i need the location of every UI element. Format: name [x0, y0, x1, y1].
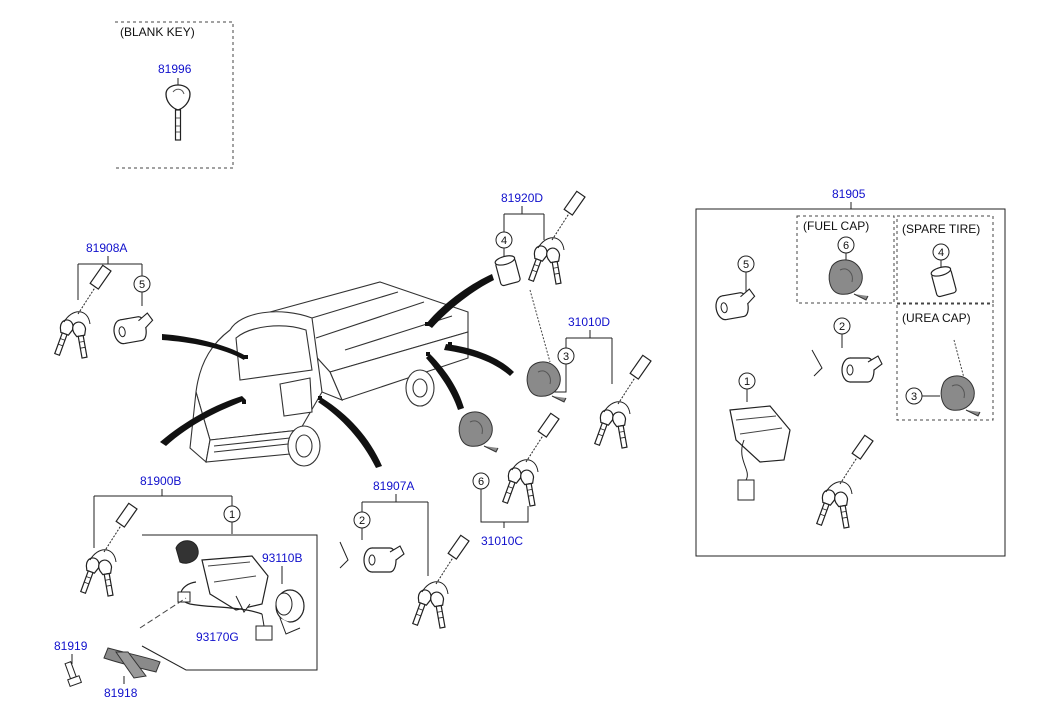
callout-2-label: 2 [839, 321, 845, 333]
group-81908A: 81908A 5 [51, 241, 157, 359]
door-lock-cylinder-icon [111, 311, 157, 346]
fuel-cap-title: (FUEL CAP) [803, 219, 869, 233]
group-81918: 81918 [103, 647, 161, 700]
leader-curves [160, 274, 514, 468]
ignition-switch-icon [729, 405, 791, 501]
group-81907A: 81907A 2 [339, 479, 469, 629]
key-pair-icon [591, 355, 651, 448]
door-lock-cylinder-icon [713, 287, 759, 322]
blank-key-frame: (BLANK KEY) 81996 [115, 21, 234, 169]
part-number-81918[interactable]: 81918 [104, 686, 138, 700]
callout-2-label: 2 [359, 515, 365, 527]
part-number-81996[interactable]: 81996 [158, 62, 192, 76]
urea-cap-title: (UREA CAP) [902, 311, 971, 325]
tailgate-lock-icon [363, 545, 405, 573]
callout-1-label: 1 [229, 509, 235, 521]
urea-cap-icon [940, 375, 981, 417]
callout-1-label: 1 [744, 376, 750, 388]
group-81919: 81919 [54, 639, 88, 688]
group-81900B: 81900B 1 93110B 93170G [77, 474, 318, 671]
spare-tire-lock-icon [930, 266, 957, 298]
immobilizer-icon: 93110B [262, 551, 305, 635]
part-number-81907A[interactable]: 81907A [373, 479, 414, 493]
bolt-icon [64, 661, 83, 688]
group-81920D: 81920D 4 [494, 191, 585, 287]
tailgate-lock-icon [841, 355, 883, 383]
blank-key-icon [165, 84, 191, 141]
lock-cylinder-4-icon [494, 255, 521, 287]
bracket-icon [103, 647, 161, 679]
part-number-93170G[interactable]: 93170G [196, 630, 239, 644]
attachment-points [242, 322, 452, 404]
part-number-81919[interactable]: 81919 [54, 639, 88, 653]
callout-6-label: 6 [843, 240, 849, 252]
callout-3-label: 3 [563, 351, 569, 363]
part-number-81920D[interactable]: 81920D [501, 191, 543, 205]
part-number-81908A[interactable]: 81908A [86, 241, 127, 255]
part-number-81900B[interactable]: 81900B [140, 474, 181, 488]
group-31010D: 31010D 3 [526, 289, 651, 449]
fuel-cap-icon [526, 361, 567, 403]
key-pair-icon [51, 265, 111, 358]
callout-3-label: 3 [911, 391, 917, 403]
ignition-switch-icon [175, 540, 273, 641]
fuel-cap-icon [828, 259, 869, 301]
callout-4-label: 4 [501, 235, 507, 247]
key-pair-icon [525, 191, 585, 284]
spare-tire-title: (SPARE TIRE) [902, 222, 980, 236]
callout-5-label: 5 [743, 259, 749, 271]
fuel-cap-icon [458, 411, 499, 453]
callout-5-label: 5 [139, 279, 145, 291]
key-pair-icon [499, 413, 559, 506]
callout-4-label: 4 [938, 247, 944, 259]
callout-6-label: 6 [478, 476, 484, 488]
part-number-31010C[interactable]: 31010C [481, 534, 523, 548]
part-number-93110B[interactable]: 93110B [262, 551, 302, 565]
key-pair-icon [813, 435, 873, 528]
part-number-31010D[interactable]: 31010D [568, 315, 610, 329]
group-31010C: 6 31010C [458, 411, 559, 548]
key-pair-icon [77, 503, 137, 596]
group-81905: 81905 (FUEL CAP) (SPARE TIRE) (UREA CAP)… [695, 187, 1006, 557]
part-number-81905[interactable]: 81905 [832, 187, 866, 201]
key-pair-icon [409, 535, 469, 628]
blank-key-title: (BLANK KEY) [120, 25, 195, 39]
truck-illustration [189, 281, 469, 467]
